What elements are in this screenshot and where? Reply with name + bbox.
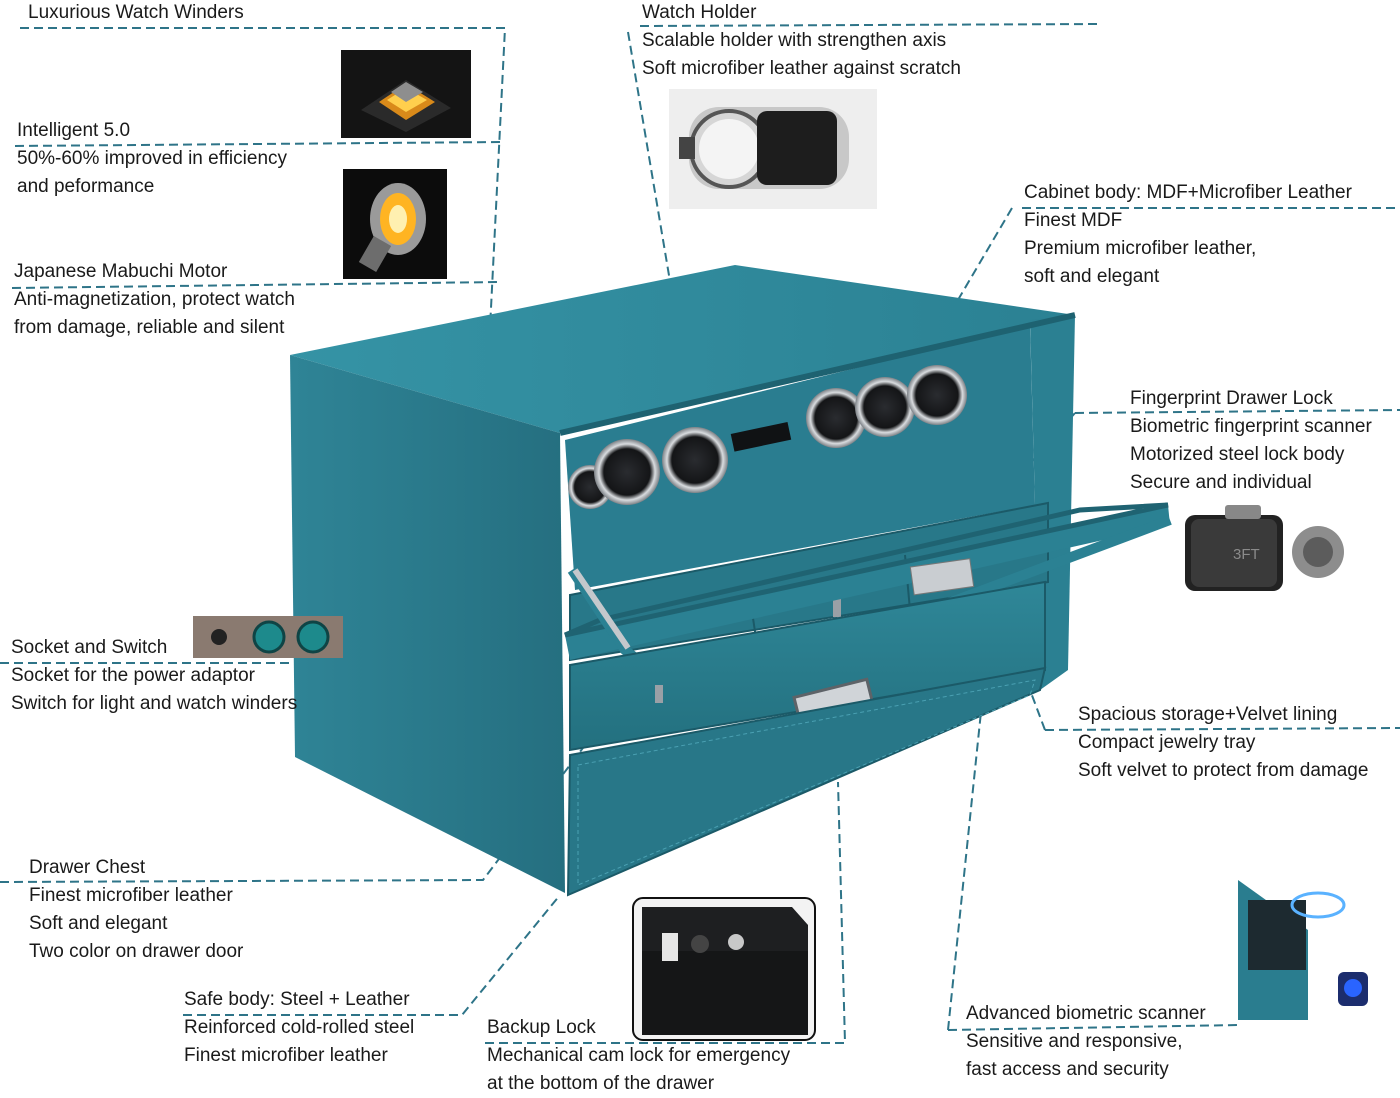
backup-lock-image	[632, 897, 816, 1041]
callout-storage-line: Soft velvet to protect from damage	[1078, 760, 1369, 781]
callout-watch-holder-line: Soft microfiber leather against scratch	[642, 58, 961, 79]
callout-motor: Japanese Mabuchi Motor Anti-magnetizatio…	[14, 258, 295, 342]
callout-socket-line: Switch for light and watch winders	[11, 693, 298, 714]
callout-biometric-title: Advanced biometric scanner	[966, 1003, 1206, 1024]
callout-drawer-chest: Drawer Chest Finest microfiber leather S…	[29, 854, 243, 966]
callout-intelligent-title: Intelligent 5.0	[17, 120, 131, 141]
callout-storage: Spacious storage+Velvet lining Compact j…	[1078, 701, 1368, 785]
callout-socket-title: Socket and Switch	[11, 637, 168, 658]
watch-winder-cabinet-illustration	[290, 265, 1172, 897]
callout-intelligent-line: and peformance	[17, 176, 155, 197]
open-flap-frame	[565, 505, 1170, 660]
processor-chip-image	[341, 50, 471, 138]
callout-motor-line: from damage, reliable and silent	[14, 317, 285, 338]
socket-switch-image	[193, 616, 343, 658]
callout-storage-line: Compact jewelry tray	[1078, 732, 1256, 753]
callout-fingerprint: Fingerprint Drawer Lock Biometric finger…	[1130, 385, 1372, 497]
callout-watch-holder: Watch Holder Scalable holder with streng…	[642, 0, 961, 83]
callout-watch-holder-title: Watch Holder	[642, 2, 757, 23]
callout-safe-body-line: Reinforced cold-rolled steel	[184, 1017, 415, 1038]
callout-cabinet-line: Premium microfiber leather,	[1024, 238, 1257, 259]
callout-drawer-chest-title: Drawer Chest	[29, 857, 146, 878]
callout-drawer-chest-line: Finest microfiber leather	[29, 885, 233, 906]
cabinet-left-side	[290, 355, 565, 893]
callout-fingerprint-line: Motorized steel lock body	[1130, 444, 1345, 465]
callout-backup-lock-line: at the bottom of the drawer	[487, 1073, 715, 1094]
callout-motor-title: Japanese Mabuchi Motor	[14, 261, 228, 282]
leader-safe-body	[183, 894, 561, 1016]
leader-cabinet-drop	[954, 207, 1013, 306]
callout-biometric: Advanced biometric scanner Sensitive and…	[966, 1000, 1206, 1084]
callout-intelligent-line: 50%-60% improved in efficiency	[17, 148, 288, 169]
safe-drawer	[566, 666, 1047, 897]
drawer-lock-block	[909, 558, 975, 596]
callout-safe-body-line: Finest microfiber leather	[184, 1045, 388, 1066]
callout-motor-line: Anti-magnetization, protect watch	[14, 289, 295, 310]
callout-cabinet-line: soft and elegant	[1024, 266, 1160, 287]
leader-backup-lock	[485, 781, 847, 1044]
leader-watch-holder	[639, 23, 1101, 27]
callout-cabinet-line: Finest MDF	[1024, 210, 1123, 231]
callout-watch-winders: Luxurious Watch Winders	[28, 0, 244, 27]
biometric-scanner-image	[1238, 880, 1368, 1020]
callout-fingerprint-line: Secure and individual	[1130, 472, 1312, 493]
watch-winders	[568, 365, 967, 509]
callout-cabinet-title: Cabinet body: MDF+Microfiber Leather	[1024, 182, 1352, 203]
callout-socket: Socket and Switch Socket for the power a…	[11, 634, 297, 718]
callout-fingerprint-title: Fingerprint Drawer Lock	[1130, 388, 1333, 409]
lock-logo: 3FT	[1233, 546, 1260, 563]
callout-biometric-line: Sensitive and responsive,	[966, 1031, 1183, 1052]
callout-safe-body-title: Safe body: Steel + Leather	[184, 989, 410, 1010]
leader-storage	[1044, 727, 1400, 731]
motor-image	[343, 169, 447, 279]
callout-backup-lock-line: Mechanical cam lock for emergency	[487, 1045, 791, 1066]
callout-socket-line: Socket for the power adaptor	[11, 665, 255, 686]
callout-intelligent: Intelligent 5.0 50%-60% improved in effi…	[17, 117, 287, 201]
leader-fingerprint	[1074, 409, 1400, 414]
callout-biometric-line: fast access and security	[966, 1059, 1169, 1080]
callout-watch-winders-title: Luxurious Watch Winders	[28, 2, 244, 23]
fingerprint-lock-image: 3FT	[1185, 505, 1344, 591]
leader-motor	[11, 281, 501, 289]
cabinet-top	[290, 265, 1075, 433]
callout-backup-lock: Backup Lock Mechanical cam lock for emer…	[487, 1014, 790, 1098]
callout-watch-holder-line: Scalable holder with strengthen axis	[642, 30, 947, 51]
callout-drawer-chest-line: Two color on drawer door	[29, 941, 244, 962]
leader-biometric	[947, 1024, 1241, 1031]
leader-watch-winders	[20, 27, 507, 329]
callout-safe-body: Safe body: Steel + Leather Reinforced co…	[184, 986, 414, 1070]
leader-storage-drop	[1029, 689, 1046, 731]
leader-intelligent	[14, 141, 501, 147]
callout-backup-lock-title: Backup Lock	[487, 1017, 596, 1038]
watch-holder-image	[669, 89, 877, 209]
callout-storage-title: Spacious storage+Velvet lining	[1078, 704, 1338, 725]
callout-cabinet: Cabinet body: MDF+Microfiber Leather Fin…	[1024, 179, 1352, 291]
callout-fingerprint-line: Biometric fingerprint scanner	[1130, 416, 1372, 437]
callout-drawer-chest-line: Soft and elegant	[29, 913, 168, 934]
